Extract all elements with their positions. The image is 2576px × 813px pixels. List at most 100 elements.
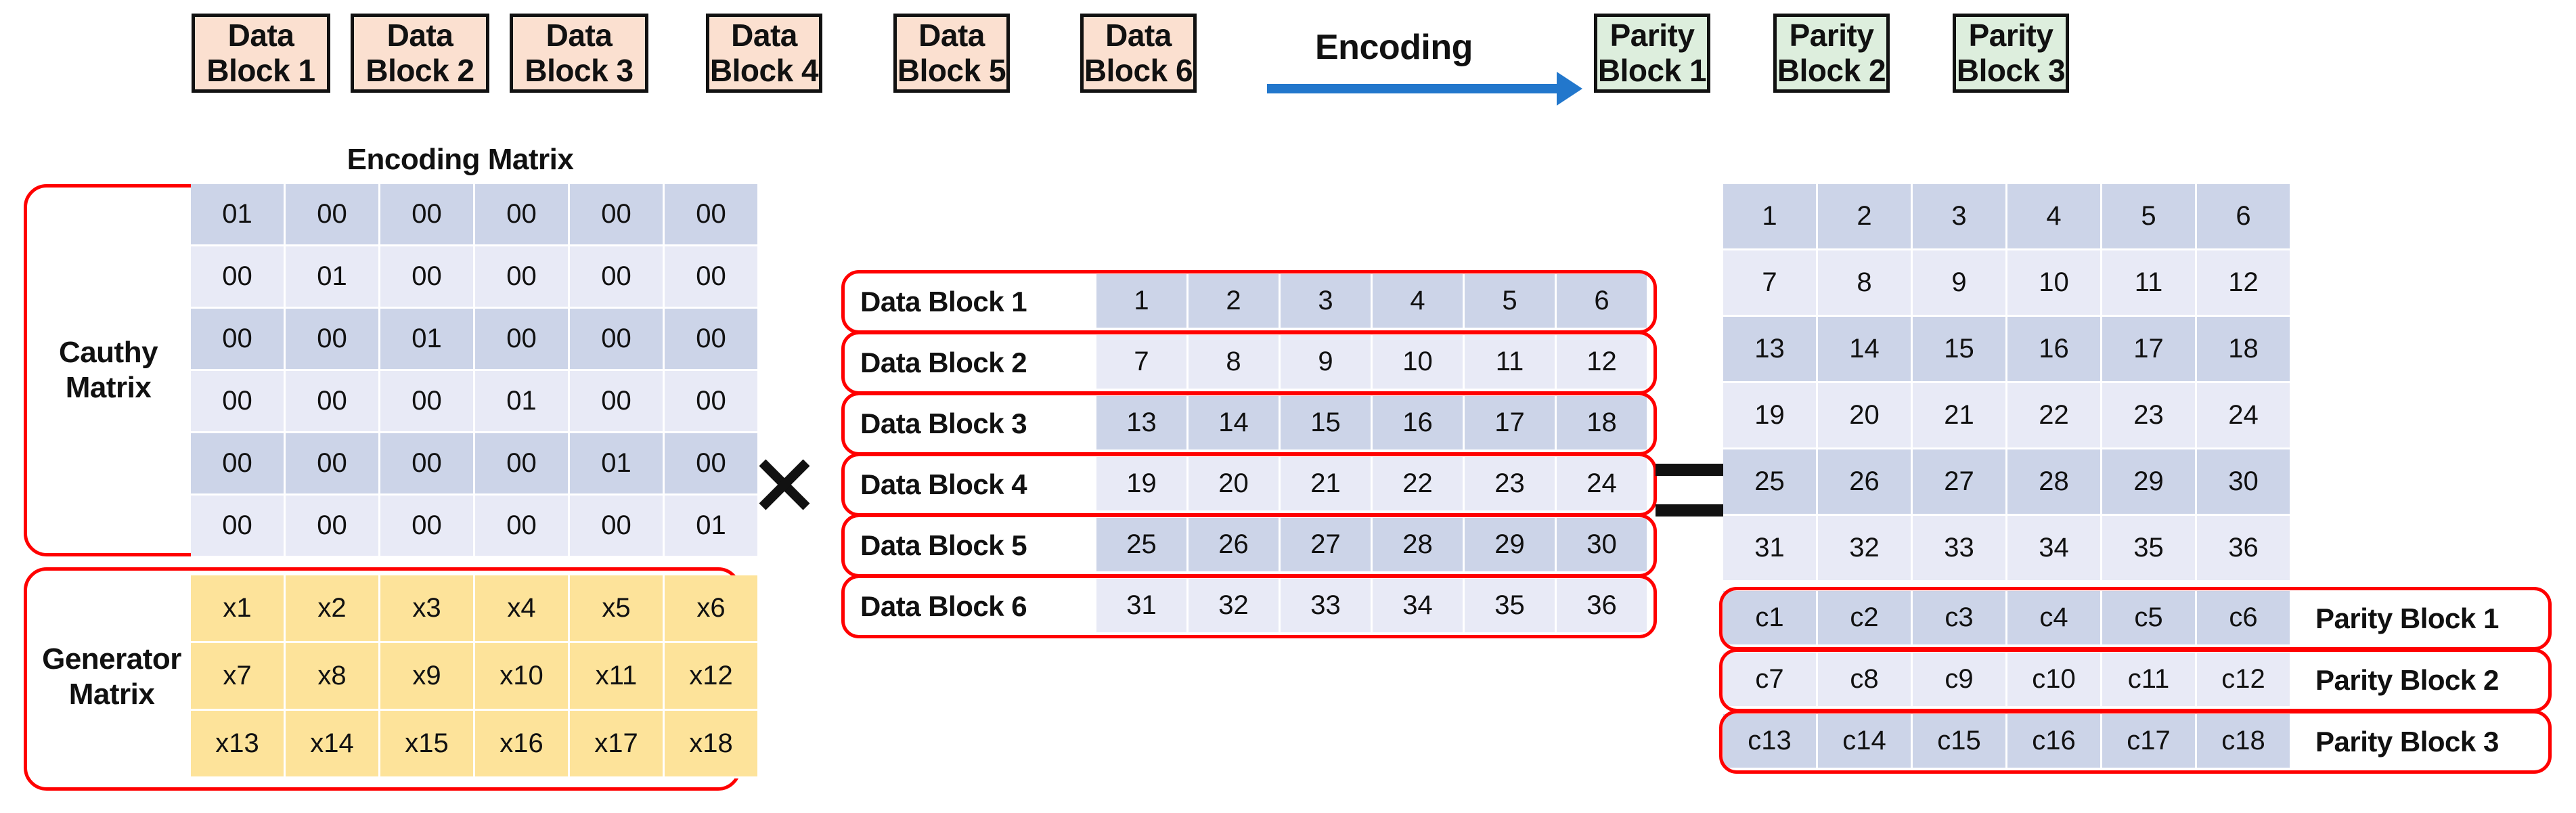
data-matrix-cell-r5-c2: 26 bbox=[1189, 518, 1281, 573]
top-parity-block-line1: Parity bbox=[1789, 17, 1874, 53]
result-cell-r3-c1: 13 bbox=[1723, 317, 1818, 383]
result-cell-r6-c1: 31 bbox=[1723, 516, 1818, 582]
data-matrix-cell-r3-c2: 14 bbox=[1189, 396, 1281, 452]
parity-result-cell-r3-c4: c16 bbox=[2007, 714, 2102, 770]
parity-result-cell-r1-c2: c2 bbox=[1818, 591, 1913, 646]
cauchy-cell-r3-c6: 00 bbox=[665, 309, 759, 371]
generator-cell-r1-c2: x2 bbox=[286, 575, 380, 643]
top-data-block-line2: Block 4 bbox=[709, 52, 819, 88]
generator-cell-r1-c4: x4 bbox=[475, 575, 570, 643]
top-data-block-line2: Block 5 bbox=[897, 52, 1006, 88]
top-data-block-line1: Data bbox=[1105, 17, 1172, 53]
cauchy-cell-r6-c2: 00 bbox=[286, 496, 380, 558]
cauchy-cell-r2-c3: 00 bbox=[380, 246, 475, 309]
cauchy-cell-r5-c5: 01 bbox=[570, 433, 665, 496]
generator-cell-r2-c2: x8 bbox=[286, 643, 380, 711]
data-matrix-cell-r5-c4: 28 bbox=[1373, 518, 1465, 573]
equals-operator-icon bbox=[1656, 464, 1730, 517]
parity-result-cell-r3-c6: c18 bbox=[2197, 714, 2292, 770]
parity-result-cell-r2-c2: c8 bbox=[1818, 653, 1913, 708]
data-matrix-cell-r2-c4: 10 bbox=[1373, 335, 1465, 391]
cauchy-cell-r4-c4: 01 bbox=[475, 371, 570, 433]
data-matrix-cell-r2-c3: 9 bbox=[1281, 335, 1373, 391]
parity-result-row-label-3: Parity Block 3 bbox=[2315, 726, 2499, 757]
top-data-block-line1: Data bbox=[546, 17, 613, 53]
result-cell-r4-c4: 22 bbox=[2007, 383, 2102, 449]
cauchy-cell-r1-c3: 00 bbox=[380, 184, 475, 246]
data-matrix-cell-r4-c6: 24 bbox=[1557, 457, 1649, 512]
generator-cell-r3-c1: x13 bbox=[191, 711, 286, 778]
result-cell-r2-c2: 8 bbox=[1818, 250, 1913, 317]
generator-cell-r2-c4: x10 bbox=[475, 643, 570, 711]
cauchy-cell-r4-c2: 00 bbox=[286, 371, 380, 433]
cauchy-cell-r3-c2: 00 bbox=[286, 309, 380, 371]
generator-cell-r3-c2: x14 bbox=[286, 711, 380, 778]
cauchy-cell-r4-c3: 00 bbox=[380, 371, 475, 433]
result-cell-r1-c3: 3 bbox=[1913, 184, 2007, 250]
data-matrix-cell-r3-c5: 17 bbox=[1465, 396, 1557, 452]
encoding-arrow-head-icon bbox=[1557, 72, 1582, 106]
top-parity-block-line2: Block 2 bbox=[1777, 52, 1886, 88]
cauchy-matrix-label: Cauthy Matrix bbox=[58, 336, 158, 404]
result-cell-r3-c3: 15 bbox=[1913, 317, 2007, 383]
result-cell-r5-c1: 25 bbox=[1723, 449, 1818, 516]
data-matrix-cell-r5-c1: 25 bbox=[1096, 518, 1189, 573]
result-cell-r4-c5: 23 bbox=[2102, 383, 2197, 449]
data-matrix-row-label-1: Data Block 1 bbox=[860, 286, 1027, 317]
data-matrix-cell-r5-c6: 30 bbox=[1557, 518, 1649, 573]
parity-result-row-label-1: Parity Block 1 bbox=[2315, 602, 2499, 634]
generator-cell-r1-c1: x1 bbox=[191, 575, 286, 643]
cauchy-cell-r5-c4: 00 bbox=[475, 433, 570, 496]
result-cell-r3-c2: 14 bbox=[1818, 317, 1913, 383]
cauchy-cell-r4-c6: 00 bbox=[665, 371, 759, 433]
data-matrix-cell-r1-c4: 4 bbox=[1373, 274, 1465, 330]
generator-cell-r1-c5: x5 bbox=[570, 575, 665, 643]
data-matrix-cell-r2-c5: 11 bbox=[1465, 335, 1557, 391]
data-matrix-cell-r2-c6: 12 bbox=[1557, 335, 1649, 391]
data-matrix-cell-r3-c3: 15 bbox=[1281, 396, 1373, 452]
data-matrix-cell-r4-c1: 19 bbox=[1096, 457, 1189, 512]
cauchy-cell-r5-c2: 00 bbox=[286, 433, 380, 496]
generator-cell-r2-c3: x9 bbox=[380, 643, 475, 711]
top-data-block-line1: Data bbox=[918, 17, 985, 53]
cauchy-cell-r6-c5: 00 bbox=[570, 496, 665, 558]
data-matrix-cell-r1-c2: 2 bbox=[1189, 274, 1281, 330]
top-data-block-line2: Block 3 bbox=[525, 52, 634, 88]
parity-result-cell-r2-c1: c7 bbox=[1723, 653, 1818, 708]
data-matrix-cell-r6-c4: 34 bbox=[1373, 579, 1465, 634]
cauchy-cell-r6-c1: 00 bbox=[191, 496, 286, 558]
data-matrix-cell-r3-c4: 16 bbox=[1373, 396, 1465, 452]
result-cell-r5-c5: 29 bbox=[2102, 449, 2197, 516]
cauchy-cell-r5-c3: 00 bbox=[380, 433, 475, 496]
cauchy-cell-r1-c4: 00 bbox=[475, 184, 570, 246]
result-cell-r4-c2: 20 bbox=[1818, 383, 1913, 449]
data-matrix-cell-r1-c6: 6 bbox=[1557, 274, 1649, 330]
parity-result-row-label-2: Parity Block 2 bbox=[2315, 664, 2499, 696]
data-matrix-row-label-6: Data Block 6 bbox=[860, 590, 1027, 622]
cauchy-cell-r1-c6: 00 bbox=[665, 184, 759, 246]
generator-cell-r1-c6: x6 bbox=[665, 575, 759, 643]
data-matrix-cell-r4-c2: 20 bbox=[1189, 457, 1281, 512]
data-matrix-cell-r5-c3: 27 bbox=[1281, 518, 1373, 573]
parity-result-cell-r1-c5: c5 bbox=[2102, 591, 2197, 646]
parity-result-cell-r2-c4: c10 bbox=[2007, 653, 2102, 708]
data-matrix-cell-r6-c2: 32 bbox=[1189, 579, 1281, 634]
data-matrix-row-label-5: Data Block 5 bbox=[860, 529, 1027, 561]
top-parity-block-line2: Block 1 bbox=[1597, 52, 1707, 88]
result-cell-r5-c4: 28 bbox=[2007, 449, 2102, 516]
top-data-block-line1: Data bbox=[731, 17, 797, 53]
cauchy-cell-r1-c5: 00 bbox=[570, 184, 665, 246]
result-cell-r1-c2: 2 bbox=[1818, 184, 1913, 250]
cauchy-cell-r2-c4: 00 bbox=[475, 246, 570, 309]
encoding-matrix-title: Encoding Matrix bbox=[347, 143, 574, 176]
